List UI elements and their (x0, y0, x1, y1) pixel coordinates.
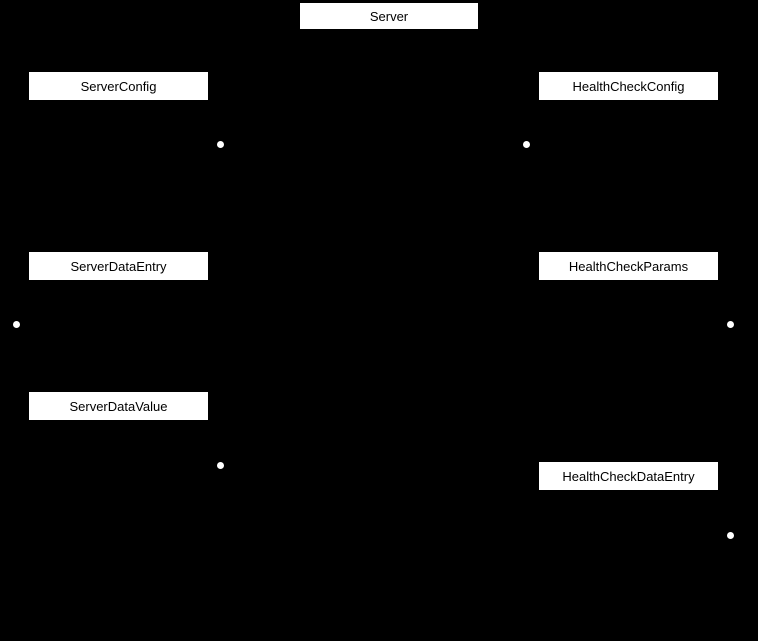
connector-dot (217, 462, 224, 469)
node-server-data-entry[interactable]: ServerDataEntry (29, 252, 208, 280)
node-health-check-data-entry-label: HealthCheckDataEntry (562, 468, 695, 484)
node-health-check-params[interactable]: HealthCheckParams (539, 252, 718, 280)
node-server-label: Server (369, 8, 409, 24)
connector-dot (217, 141, 224, 148)
connector-dot (727, 321, 734, 328)
node-server-data-value-label: ServerDataValue (69, 398, 168, 414)
node-server-data-entry-label: ServerDataEntry (70, 258, 167, 274)
connector-dot (727, 532, 734, 539)
node-health-check-data-entry[interactable]: HealthCheckDataEntry (539, 462, 718, 490)
node-server-config-label: ServerConfig (80, 78, 157, 94)
node-server-config[interactable]: ServerConfig (29, 72, 208, 100)
connector-dot (523, 141, 530, 148)
node-server[interactable]: Server (300, 3, 478, 29)
connector-dot (13, 321, 20, 328)
node-health-check-config[interactable]: HealthCheckConfig (539, 72, 718, 100)
node-server-data-value[interactable]: ServerDataValue (29, 392, 208, 420)
node-health-check-config-label: HealthCheckConfig (572, 78, 685, 94)
node-health-check-params-label: HealthCheckParams (568, 258, 689, 274)
